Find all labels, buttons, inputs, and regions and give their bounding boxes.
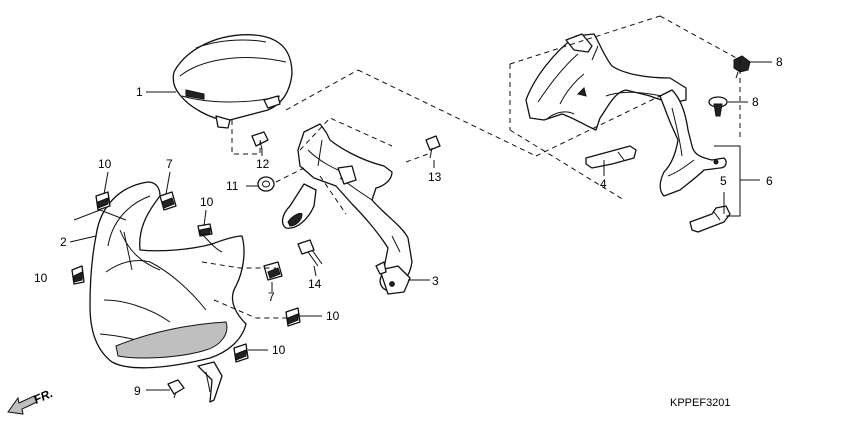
callout-8a: 8 (776, 55, 783, 69)
grommet-11 (257, 176, 275, 192)
front-arrow-label: FR. (32, 386, 55, 407)
rubber-5-part (689, 205, 731, 233)
inner-panel-part (525, 33, 687, 131)
front-direction-indicator: FR. (7, 386, 55, 415)
diagram-code: KPPEF3201 (670, 397, 731, 409)
callout-labels: 1 2 3 4 5 6 7 7 8 8 9 10 10 10 10 10 11 … (34, 55, 783, 398)
callout-13: 13 (428, 170, 442, 184)
assembly-lines (201, 15, 741, 319)
callout-2: 2 (60, 235, 67, 249)
side-garnish-part (659, 89, 727, 197)
callout-4: 4 (600, 177, 607, 191)
bolt-13 (425, 135, 441, 159)
callout-5: 5 (720, 174, 727, 188)
clip-10b (197, 223, 213, 237)
front-cowl-part (89, 181, 247, 403)
callout-9: 9 (134, 384, 141, 398)
clip-10a (95, 191, 111, 211)
clip-10d (285, 307, 301, 327)
clip-10c (71, 265, 85, 285)
clip-8b (708, 96, 728, 117)
bolt-14 (297, 239, 323, 267)
callout-7a: 7 (166, 157, 173, 171)
callout-7b: 7 (268, 290, 275, 304)
callout-14: 14 (308, 277, 322, 291)
rubber-4-part (585, 145, 637, 169)
leader-lines (69, 61, 772, 391)
clip-7a (159, 191, 177, 211)
callout-10d: 10 (326, 309, 340, 323)
callout-12: 12 (256, 157, 270, 171)
screw-9 (167, 379, 185, 399)
callout-10b: 10 (200, 195, 214, 209)
callout-6: 6 (766, 174, 773, 188)
callout-10e: 10 (272, 343, 286, 357)
cowl-stay-part (281, 123, 413, 295)
bolt-8a (733, 55, 751, 79)
front-arrow-icon (7, 395, 38, 415)
callout-3: 3 (432, 274, 439, 288)
callout-10c: 10 (34, 271, 48, 285)
clip-10e (233, 343, 249, 363)
callout-1: 1 (136, 85, 143, 99)
windscreen-part (172, 34, 293, 129)
callout-8b: 8 (752, 95, 759, 109)
callout-10a: 10 (98, 157, 112, 171)
callout-11: 11 (226, 179, 239, 193)
bolt-12 (251, 131, 269, 151)
clip-7b (263, 261, 283, 281)
